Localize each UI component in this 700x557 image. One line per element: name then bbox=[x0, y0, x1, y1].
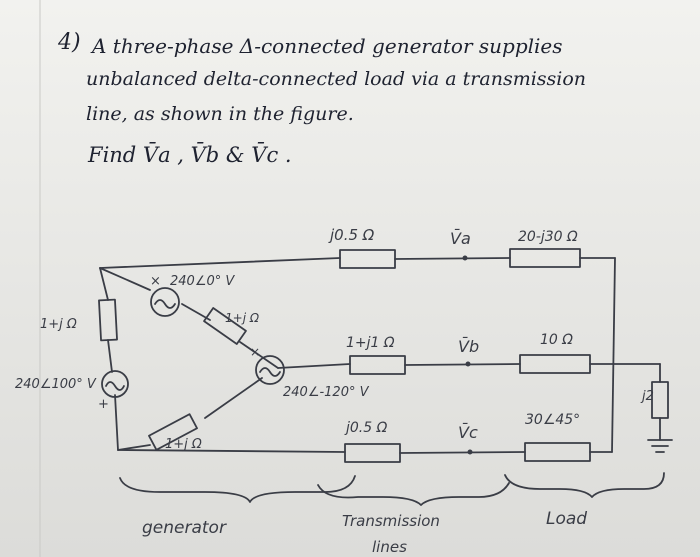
transmission-label: Transmission bbox=[342, 512, 440, 530]
gen-z3-label: 1+j Ω bbox=[165, 437, 202, 452]
generator-label: generator bbox=[142, 518, 227, 538]
brace-generator bbox=[119, 475, 356, 503]
load-c-label: 30∠45° bbox=[525, 412, 580, 428]
line-b-label: 1+j1 Ω bbox=[346, 335, 395, 351]
load-c-impedance bbox=[524, 442, 591, 462]
line-a-impedance bbox=[339, 249, 396, 269]
problem-number: 4) bbox=[58, 30, 81, 55]
load-shunt-impedance bbox=[651, 381, 669, 419]
load-shunt-label: j2 bbox=[640, 389, 654, 404]
line-c-label: j0.5 Ω bbox=[344, 420, 388, 436]
va-label: V̄a bbox=[450, 229, 471, 248]
gen-impedance-left bbox=[98, 298, 118, 342]
lines-label: lines bbox=[372, 538, 407, 556]
source-1-label: 240∠0° V bbox=[170, 274, 235, 289]
gen-z2-label: 1+j Ω bbox=[225, 311, 260, 325]
load-label: Load bbox=[546, 509, 587, 529]
node-b bbox=[465, 361, 471, 367]
line-a-label: j0.5 Ω bbox=[328, 226, 375, 244]
load-b-impedance bbox=[519, 354, 591, 374]
source-2 bbox=[101, 370, 129, 398]
line-b-impedance bbox=[349, 355, 406, 375]
vb-label: V̄b bbox=[458, 337, 479, 356]
node-c bbox=[467, 449, 473, 455]
vc-label: V̄c bbox=[458, 423, 478, 442]
gen-impedance-bottom bbox=[148, 413, 198, 451]
source-2-label: 240∠100° V bbox=[15, 377, 97, 392]
plus-marker: + bbox=[98, 397, 109, 412]
load-ab-impedance bbox=[509, 248, 581, 268]
node-a bbox=[462, 255, 468, 261]
generator-delta bbox=[99, 257, 351, 453]
source-3-label: 240∠-120° V bbox=[283, 385, 370, 400]
load-b-label: 10 Ω bbox=[540, 332, 573, 348]
line-wires bbox=[394, 257, 673, 454]
dot-marker-3: × bbox=[250, 345, 260, 359]
brace-load bbox=[504, 472, 665, 498]
dot-marker-1: × bbox=[150, 274, 161, 289]
problem-line-2: unbalanced delta-connected load via a tr… bbox=[86, 68, 587, 90]
gen-z1-label: 1+j Ω bbox=[40, 317, 77, 332]
load-ab-label: 20-j30 Ω bbox=[518, 229, 578, 245]
problem-line-1: A three-phase Δ-connected generator supp… bbox=[92, 34, 563, 58]
source-3 bbox=[255, 355, 285, 385]
problem-line-3: line, as shown in the figure. bbox=[86, 103, 354, 125]
brace-transmission bbox=[317, 482, 510, 506]
line-c-impedance bbox=[344, 443, 401, 463]
source-1 bbox=[150, 287, 180, 317]
gen-impedance-diagonal bbox=[203, 307, 247, 345]
problem-line-4: Find V̄a , V̄b & V̄c . bbox=[88, 143, 292, 167]
